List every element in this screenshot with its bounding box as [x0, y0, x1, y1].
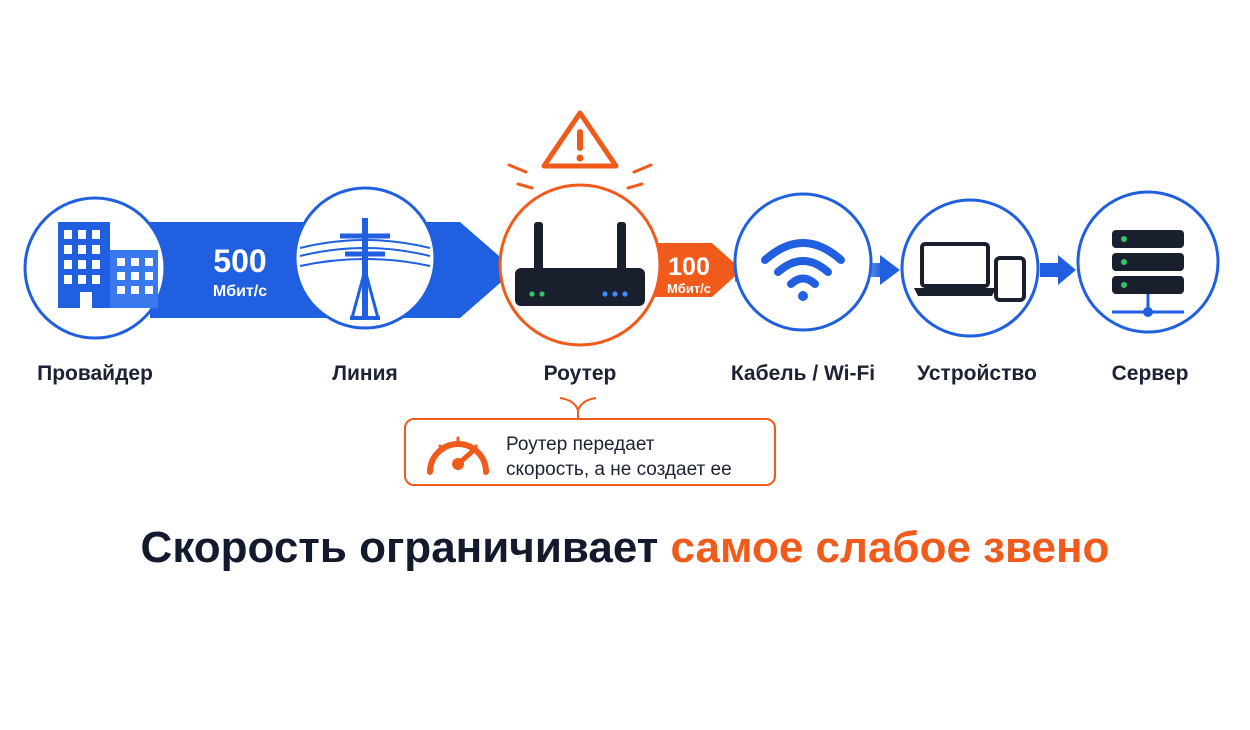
node-label-wifi: Кабель / Wi-Fi [730, 362, 876, 385]
power-line-pole-icon [299, 218, 431, 320]
router-callout: Роутер передает скорость, а не создает е… [404, 418, 776, 486]
warning-icon [507, 110, 653, 190]
speed-value-100: 100 [668, 253, 710, 281]
speed-unit-500: Мбит/с [213, 283, 267, 300]
callout-line-1: Роутер передает [506, 434, 655, 455]
speed-unit-100: Мбит/с [667, 281, 711, 296]
node-label-line: Линия [332, 362, 398, 385]
node-label-router: Роутер [543, 362, 617, 385]
node-router-circle [498, 183, 662, 347]
speedometer-icon [427, 436, 489, 475]
speed-value-500: 500 [213, 243, 266, 279]
laptop-phone-icon [914, 242, 1026, 302]
router-icon [515, 222, 645, 306]
node-label-server: Сервер [1111, 362, 1189, 385]
callout-line-2: скорость, а не создает ее [506, 459, 732, 480]
office-building-icon [58, 222, 158, 308]
headline: Скорость ограничивает самое слабое звено [0, 523, 1250, 573]
callout-connector [559, 397, 597, 413]
arrow-device-to-server [1040, 255, 1076, 285]
node-label-provider: Провайдер [37, 362, 153, 385]
node-label-device: Устройство [917, 362, 1037, 385]
headline-main: Скорость ограничивает [140, 523, 659, 572]
wifi-icon [761, 239, 845, 301]
server-rack-icon [1112, 230, 1184, 317]
headline-accent: самое слабое звено [670, 523, 1110, 572]
